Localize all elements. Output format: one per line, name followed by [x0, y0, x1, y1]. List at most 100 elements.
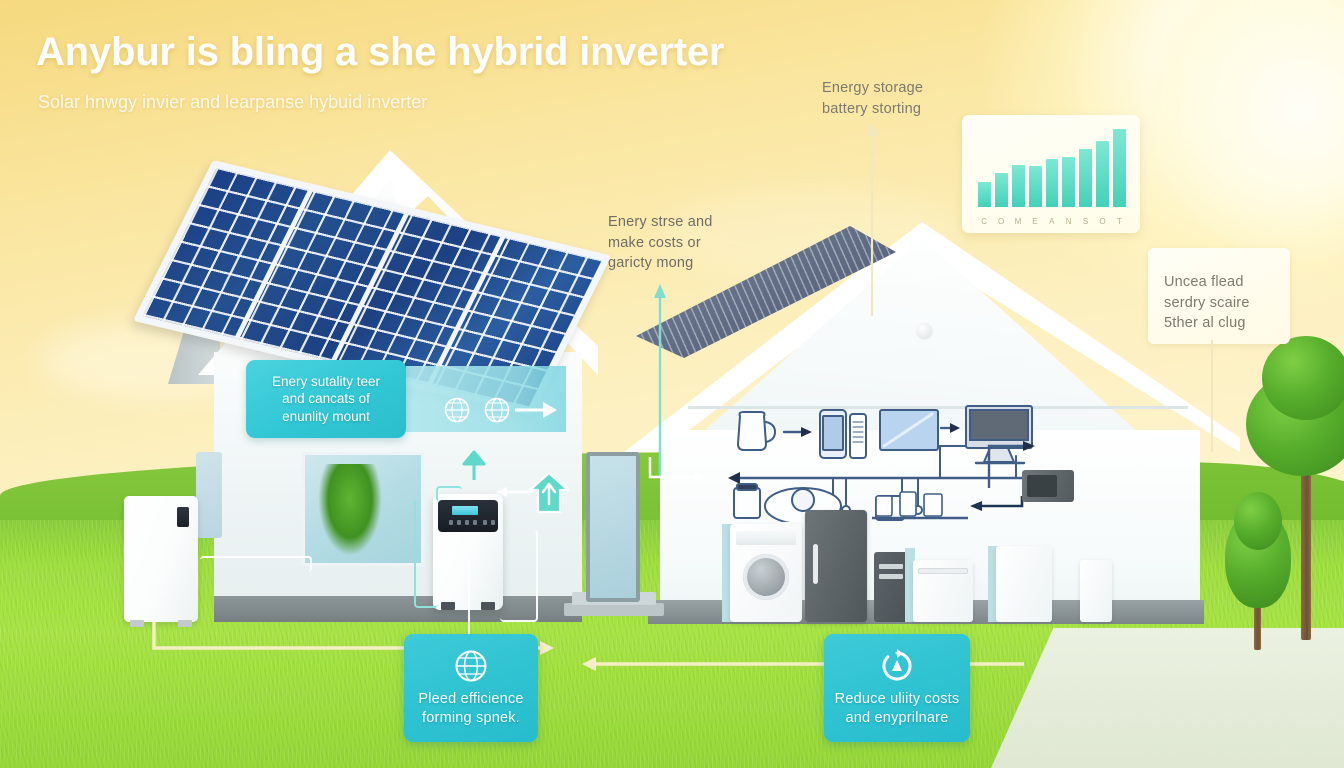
inverter-button[interactable] [465, 520, 469, 525]
microwave-oven [1022, 470, 1074, 502]
house-left-base [214, 596, 582, 622]
arrow-left-to-inverter-icon [496, 487, 532, 497]
chart-tick-label: M [1014, 217, 1022, 226]
entry-step [564, 603, 664, 616]
bus-arrow-left-icon [970, 496, 1024, 511]
inverter-info-band [406, 366, 566, 432]
appliance-slot [879, 564, 903, 569]
battery-foot [178, 620, 192, 627]
chart-tick-label: C [981, 217, 988, 226]
dc-wire-top [436, 486, 462, 502]
appliance-side-panel [988, 546, 998, 622]
battery-storage-annotation: Energy storage battery storting [822, 78, 982, 119]
inverter-button[interactable] [483, 520, 487, 525]
small-appliance-unit [874, 552, 908, 622]
battery-wire [200, 556, 312, 572]
callout-savings-text: Reduce uliity costs and enyprilnare [835, 690, 960, 727]
inverter-button[interactable] [491, 520, 495, 525]
house-arrow-icon [528, 471, 570, 514]
callout-efficiency-text: Pleed efficience forming spnek. [418, 690, 523, 727]
chart-bar [1096, 140, 1110, 207]
wall-unit [1080, 560, 1112, 622]
chart-bar [978, 182, 991, 207]
front-door[interactable] [586, 452, 640, 602]
globe-icon [484, 397, 510, 423]
side-note-line2: serdry scaire [1164, 294, 1250, 311]
battery-cabinet [124, 496, 198, 622]
hybrid-inverter-unit [433, 494, 503, 610]
globe-icon [455, 650, 487, 682]
chart-tick-label: O [1099, 217, 1107, 226]
note-leader-line [1211, 340, 1213, 452]
globe-icon [444, 397, 470, 423]
inverter-button[interactable] [473, 520, 477, 525]
dishwasher-unit [913, 560, 973, 622]
fridge-handle [813, 544, 818, 584]
appliance-side-panel [722, 524, 732, 622]
inverter-button[interactable] [449, 520, 453, 525]
chart-bar [1045, 158, 1059, 207]
callout-savings[interactable]: Reduce uliity costs and enyprilnare [824, 634, 970, 742]
inverter-control-panel [438, 500, 498, 532]
side-note-card [1148, 248, 1290, 344]
chart-bar [1028, 165, 1042, 207]
appliance-link-arrow [987, 441, 1035, 488]
arrow-up-small-icon [462, 450, 486, 480]
appliance-side-panel [905, 548, 915, 622]
chart-tick-label: O [997, 217, 1005, 226]
tree-trunk [1254, 592, 1261, 650]
tree-canopy [1234, 492, 1282, 550]
battery-foot [130, 620, 144, 627]
arrow-right-icon [515, 402, 557, 418]
chart-tick-label: N [1065, 217, 1073, 226]
microwave-window [1027, 475, 1057, 497]
interior-ceiling-line [688, 406, 1188, 409]
chart-tick-label: S [1082, 217, 1089, 226]
washer-control-panel [736, 531, 796, 545]
energy-flow-elbow [648, 457, 706, 482]
energy-cost-line3: garicty mong [608, 255, 694, 272]
inverter-button[interactable] [457, 520, 461, 525]
chart-bar [1113, 129, 1127, 207]
washing-machine [730, 524, 802, 622]
battery-storage-line1: Energy storage [822, 80, 924, 96]
callout-efficiency-line2: forming spnek. [422, 709, 520, 726]
energy-cost-line1: Enery strse and [608, 214, 713, 230]
dc-wire-left [414, 500, 438, 608]
chart-bar [994, 172, 1008, 207]
energy-cost-line2: make costs or [608, 234, 701, 251]
chart-tick-label: E [1032, 217, 1039, 226]
inverter-callout-text: Enery sutality teer and cancats of enunl… [272, 373, 380, 426]
dishwasher-panel [918, 568, 968, 574]
callout-savings-line1: Reduce uliity costs [834, 690, 960, 707]
shelf-items-icon [872, 491, 968, 520]
page-subtitle: Solar hnwgy invier and learpanse hybuid … [38, 92, 428, 112]
washer-drum [743, 554, 789, 600]
callout-efficiency[interactable]: Pleed efficience forming spnek. [404, 634, 538, 742]
roof-vent-icon [917, 323, 932, 338]
side-note-text: Uncea flead serdry scaire 5ther al clug [1164, 272, 1288, 334]
chart-leader-line [866, 122, 878, 316]
tree-trunk [1301, 430, 1311, 640]
inverter-lcd-screen [452, 506, 478, 515]
inverter-callout-tag[interactable]: Enery sutality teer and cancats of enunl… [246, 360, 406, 438]
window-left [196, 452, 222, 538]
callout-efficiency-line1: Pleed efficience [418, 690, 524, 707]
window-tree-reflection [318, 464, 382, 556]
callout-savings-line2: and enyprilnare [845, 709, 949, 726]
energy-cost-annotation: Enery strse and make costs or garicty mo… [608, 212, 768, 274]
battery-display-icon [177, 507, 189, 527]
inverter-callout-line2: and cancats of [282, 391, 370, 407]
inverter-callout-line1: Enery sutality teer [271, 373, 381, 389]
chart-tick-label: T [1116, 217, 1123, 226]
inverter-callout-line3: enunlity mount [282, 408, 370, 424]
inverter-foot [481, 602, 495, 610]
tree-canopy [1262, 336, 1344, 420]
chart-bar [1011, 164, 1025, 207]
recycle-icon [882, 648, 912, 681]
battery-storage-line2: battery storting [822, 100, 922, 117]
page-title: Anybur is bling a she hybrid inverter [36, 30, 725, 74]
refrigerator [805, 510, 867, 622]
